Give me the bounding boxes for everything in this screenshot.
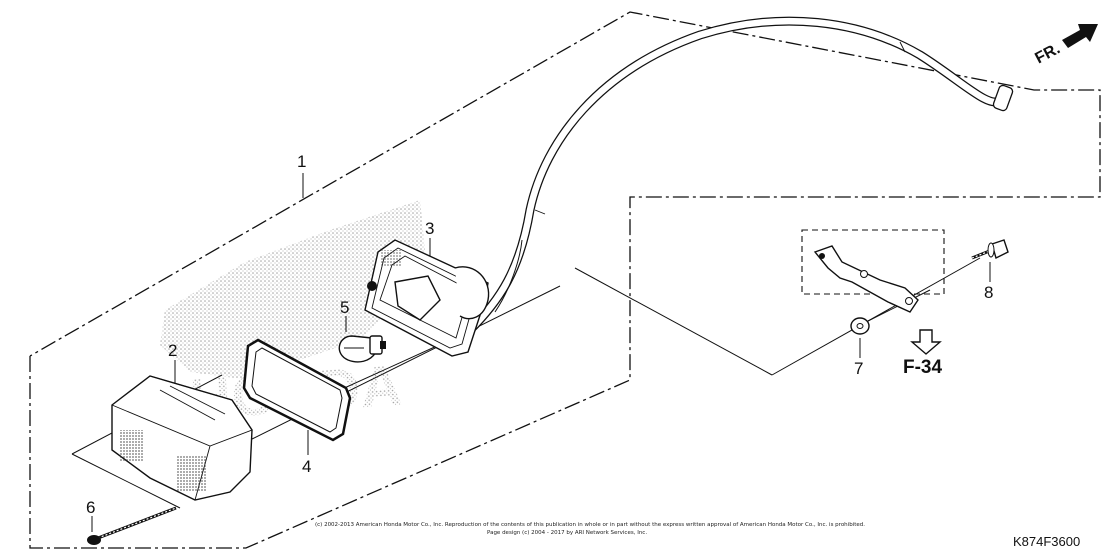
front-indicator: FR. bbox=[1032, 40, 1063, 67]
bracket-detail-box bbox=[801, 229, 945, 295]
copyright-line-1: (c) 2002-2013 American Honda Motor Co., … bbox=[315, 522, 865, 528]
gasket bbox=[242, 338, 352, 442]
bulb bbox=[338, 335, 386, 363]
callout-3: 3 bbox=[425, 219, 434, 238]
callout-8: 8 bbox=[984, 283, 993, 302]
lamp-base-housing bbox=[364, 239, 490, 357]
callout-2: 2 bbox=[168, 341, 177, 360]
lamp-lens bbox=[111, 375, 253, 501]
callout-7: 7 bbox=[854, 359, 863, 378]
bolt bbox=[971, 239, 1009, 260]
assembly-boundary bbox=[29, 11, 1101, 549]
callout-4: 4 bbox=[302, 457, 311, 476]
bracket bbox=[813, 245, 919, 313]
front-arrow-icon bbox=[1062, 24, 1098, 48]
callout-6: 6 bbox=[86, 498, 95, 517]
callout-5: 5 bbox=[340, 298, 349, 317]
screw bbox=[87, 506, 177, 545]
reference-label: F-34 bbox=[903, 357, 943, 378]
wiring-harness bbox=[465, 16, 1014, 335]
callout-1: 1 bbox=[297, 152, 306, 171]
reference-arrow-icon bbox=[910, 329, 942, 355]
diagram-code: K874F3600 bbox=[1013, 534, 1080, 549]
copyright-line-2: Page design (c) 2004 - 2017 by ARI Netwo… bbox=[487, 530, 647, 536]
washer bbox=[850, 317, 870, 335]
